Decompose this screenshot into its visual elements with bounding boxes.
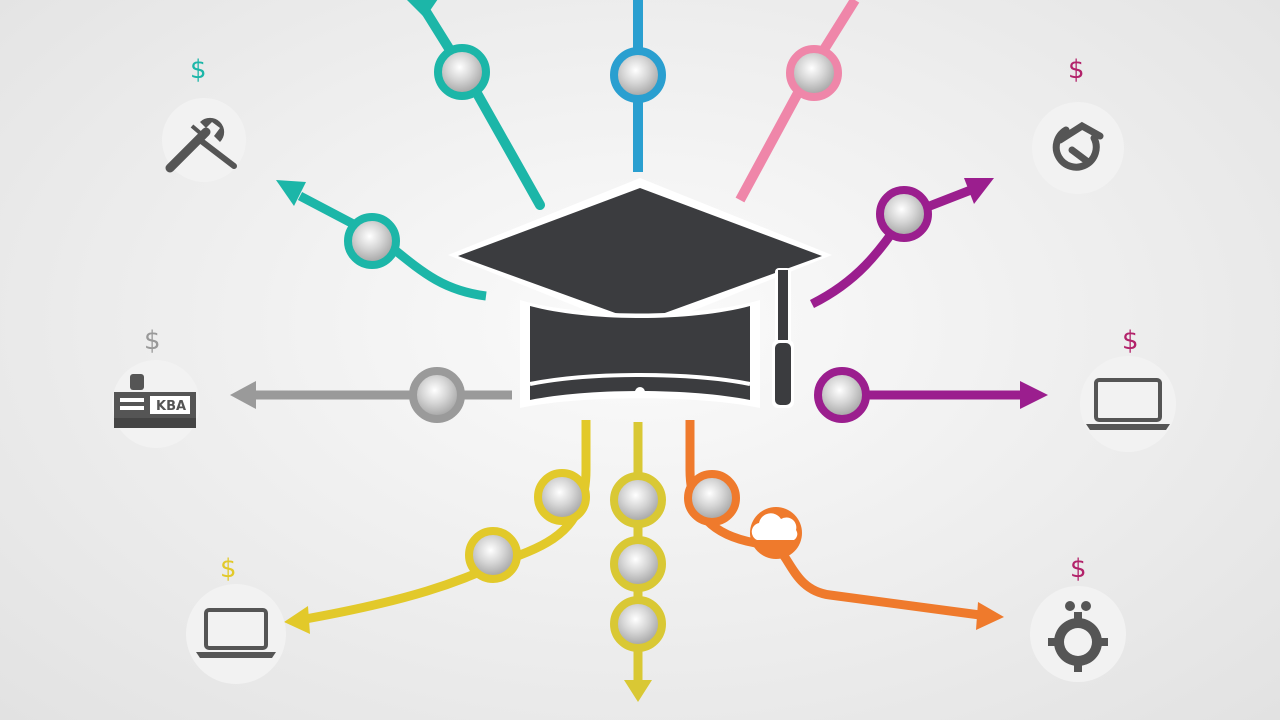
register-label: KBA xyxy=(156,399,186,414)
coin-node xyxy=(814,367,870,423)
dollar-sign: $ xyxy=(220,554,237,584)
arrow-purple-right xyxy=(814,367,1048,423)
cloud-icon xyxy=(750,507,802,559)
wrench-screwdriver-icon xyxy=(165,117,237,173)
dollar-sign: $ xyxy=(1070,554,1087,584)
arrow-teal-left xyxy=(276,180,487,301)
handshake-icon xyxy=(1052,121,1104,171)
laptop-icon xyxy=(1086,378,1170,430)
coin-node xyxy=(610,47,666,103)
coin-node xyxy=(534,469,590,525)
coin-node xyxy=(409,367,465,423)
coin-node xyxy=(610,596,666,652)
gear-people-icon xyxy=(1048,601,1108,672)
coin-node xyxy=(434,44,490,100)
coin-node xyxy=(610,536,666,592)
icon-disc xyxy=(186,584,286,684)
arrow-olive-bottom xyxy=(610,422,666,702)
coin-node xyxy=(610,472,666,528)
coin-node xyxy=(465,527,521,583)
dollar-sign: $ xyxy=(1068,55,1085,85)
icon-disc xyxy=(1032,102,1124,194)
dollar-sign: $ xyxy=(144,326,161,356)
arrow-yellow-bottom-left xyxy=(284,420,591,634)
arrow-blue-top xyxy=(610,0,666,172)
graduation-cap-icon xyxy=(448,178,832,408)
coin-node xyxy=(876,186,932,242)
arrow-purple-upper xyxy=(809,178,994,309)
dollar-sign: $ xyxy=(1122,326,1139,356)
arrow-orange-bottom-right xyxy=(684,420,1004,630)
laptop-icon xyxy=(196,608,276,658)
coin-node xyxy=(684,470,740,526)
cash-register-icon: KBA xyxy=(114,374,196,428)
coin-node xyxy=(344,213,400,269)
arrow-pink-top xyxy=(735,0,860,203)
coin-node xyxy=(786,45,842,101)
arrow-gray-left xyxy=(230,367,512,423)
dollar-sign: $ xyxy=(190,55,207,85)
arrow-teal-top xyxy=(407,0,545,210)
